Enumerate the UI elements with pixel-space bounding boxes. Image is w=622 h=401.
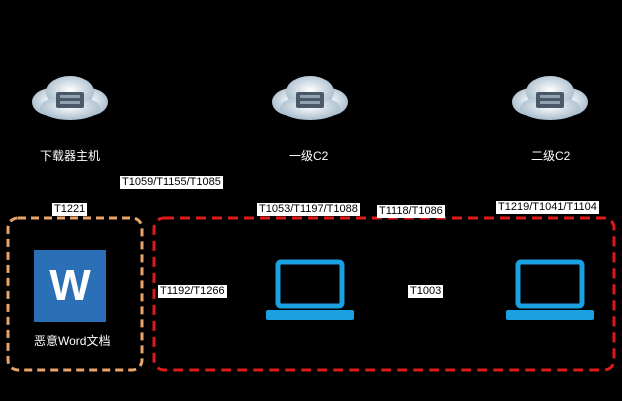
- word-document-icon: W: [34, 250, 106, 322]
- cloud-server-icon: [272, 76, 348, 120]
- laptop-icon: [266, 259, 354, 320]
- word-doc-label: 恶意Word文档: [34, 334, 111, 348]
- downloader-host-label: 下载器主机: [40, 149, 101, 163]
- cloud-server-icon: [32, 76, 108, 120]
- technique-label-c2-secondary: T1219/T1041/T1104: [496, 201, 599, 214]
- technique-label-word-to-laptop: T1192/T1266: [158, 285, 227, 298]
- c2-secondary-label: 二级C2: [531, 149, 571, 163]
- word-icon-letter: W: [49, 261, 91, 310]
- technique-label-mid: T1118/T1086: [377, 205, 445, 218]
- technique-label-word-box: T1221: [52, 203, 88, 216]
- technique-label-download: T1059/T1155/T1085: [120, 176, 223, 189]
- c2-primary-label: 一级C2: [289, 149, 329, 163]
- laptop-icon: [506, 259, 594, 320]
- network-group-box: [152, 216, 616, 372]
- technique-label-c2-primary: T1053/T1197/T1088: [257, 203, 360, 216]
- word-group-box: [6, 216, 144, 372]
- technique-label-laptop-to-laptop: T1003: [408, 285, 444, 298]
- cloud-server-icon: [512, 76, 588, 120]
